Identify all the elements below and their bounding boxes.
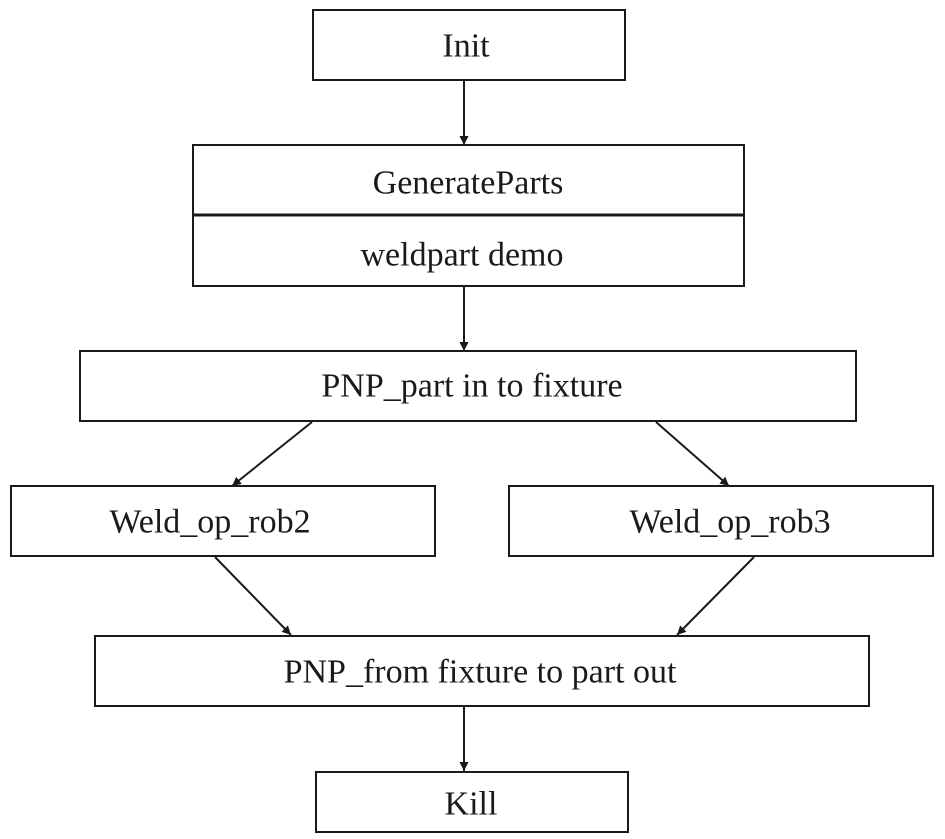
node-pnp-out-box (94, 635, 870, 707)
node-weld-rob3-box (508, 485, 934, 557)
node-generate-parts: GenerateParts weldpart demo (192, 144, 745, 287)
edges (214, 80, 755, 771)
edge-weld-rob3-to-pnp-out (676, 556, 755, 636)
node-pnp-in: PNP_part in to fixture (79, 350, 857, 422)
node-weld-rob3-label: Weld_op_rob3 (629, 504, 830, 541)
node-weld-rob2-label: Weld_op_rob2 (109, 504, 310, 541)
node-weld-rob2: Weld_op_rob2 (10, 485, 436, 557)
edge-pnp-in-to-weld-rob3 (655, 421, 730, 487)
node-weld-rob3: Weld_op_rob3 (508, 485, 934, 557)
edge-pnp-in-to-weld-rob2 (231, 421, 313, 487)
node-weldpart-demo-label: weldpart demo (361, 237, 564, 274)
node-generate-parts-label: GenerateParts (373, 165, 564, 202)
node-pnp-in-box (79, 350, 857, 422)
node-kill-box (315, 771, 629, 833)
node-init: Init (312, 9, 626, 81)
node-weld-rob2-box (10, 485, 436, 557)
node-kill-label: Kill (445, 786, 498, 823)
node-pnp-out-label: PNP_from fixture to part out (284, 654, 677, 691)
node-pnp-in-label: PNP_part in to fixture (321, 368, 622, 405)
node-kill: Kill (315, 771, 629, 833)
node-init-label: Init (442, 28, 490, 65)
edge-weld-rob2-to-pnp-out (214, 556, 292, 636)
node-init-box (312, 9, 626, 81)
node-pnp-out: PNP_from fixture to part out (94, 635, 870, 707)
